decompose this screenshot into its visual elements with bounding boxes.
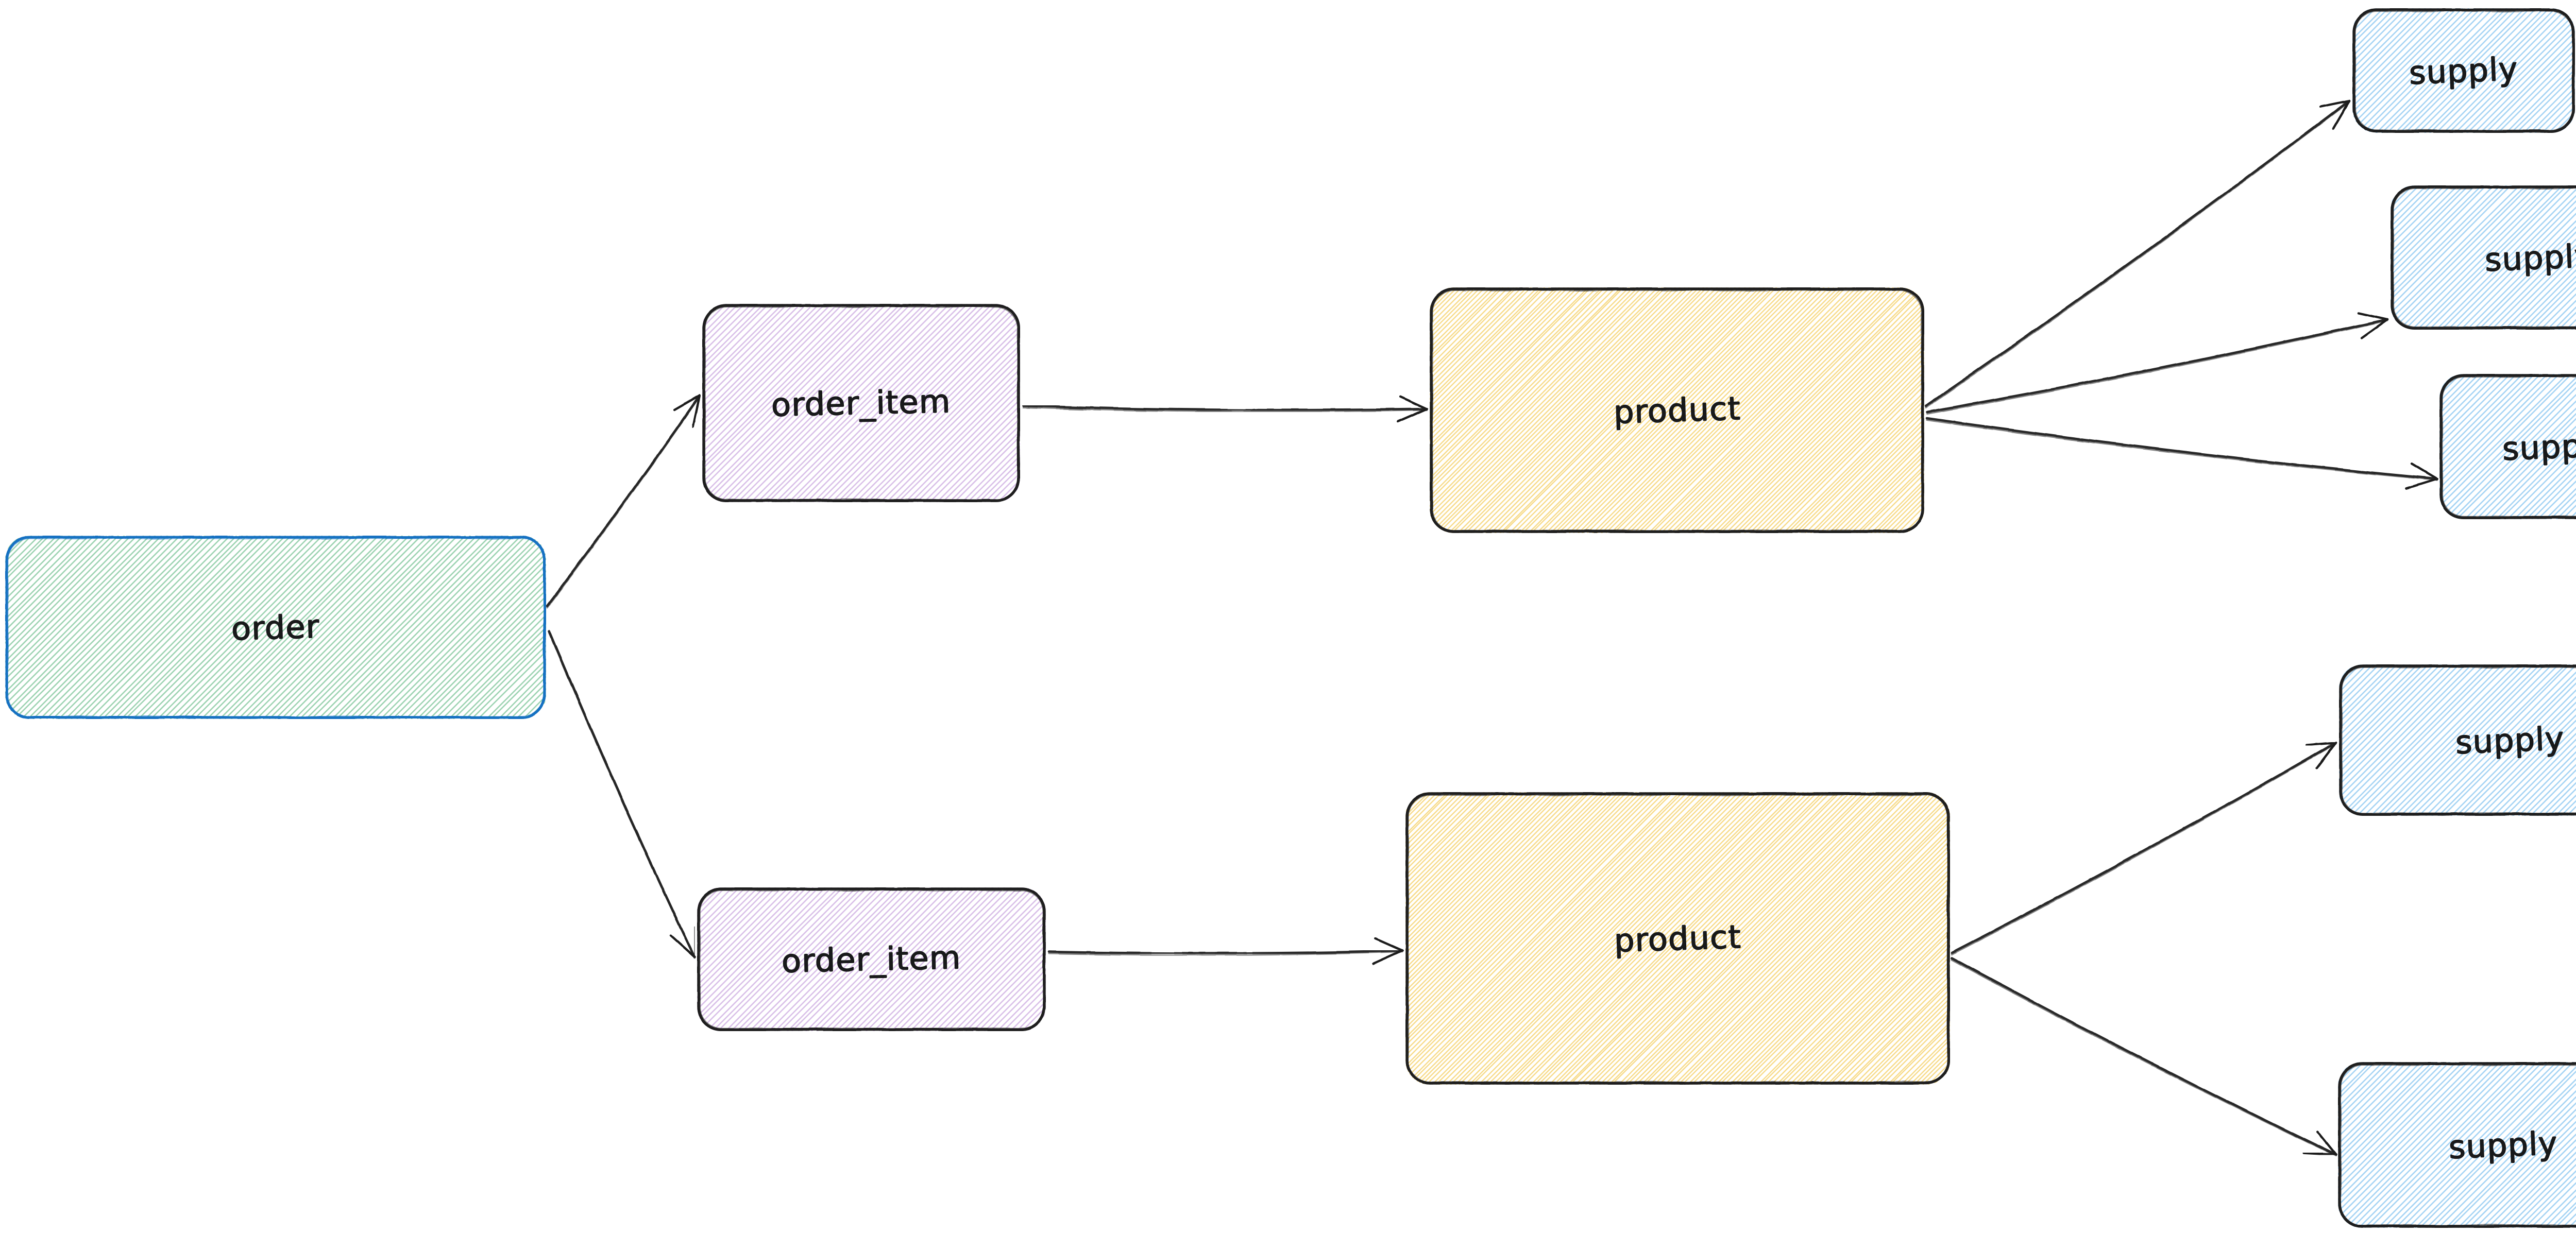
edge-product_2-to-supply_5: [1950, 956, 2337, 1157]
node-label: supply: [2454, 719, 2565, 761]
node-order_item_1[interactable]: order_item: [702, 304, 1020, 502]
node-supply_3[interactable]: supply: [2439, 374, 2576, 519]
edge-order-to-order_item_1: [546, 394, 701, 608]
node-label: order_item: [781, 938, 962, 980]
node-label: supply: [2448, 1124, 2559, 1166]
node-label: supply: [2408, 49, 2519, 92]
node-label: supply: [2484, 236, 2576, 279]
node-supply_5[interactable]: supply: [2338, 1062, 2576, 1228]
node-label: order_item: [771, 382, 952, 424]
node-label: product: [1613, 389, 1741, 431]
edge-order_item_2-to-product_2: [1047, 937, 1404, 965]
edge-order-to-order_item_2: [548, 629, 696, 959]
node-label: product: [1613, 917, 1742, 960]
node-order[interactable]: order: [5, 536, 546, 719]
edge-product_1-to-supply_1: [1924, 99, 2351, 408]
edge-order_item_1-to-product_1: [1022, 396, 1429, 423]
node-label: supply: [2501, 425, 2576, 468]
edge-product_1-to-supply_2: [1925, 312, 2389, 415]
node-supply_2[interactable]: supply: [2391, 185, 2576, 330]
node-product_1[interactable]: product: [1430, 287, 1924, 533]
node-label: order: [231, 607, 320, 647]
node-supply_1[interactable]: supply: [2352, 8, 2575, 133]
node-product_2[interactable]: product: [1405, 792, 1950, 1085]
edge-product_2-to-supply_4: [1950, 741, 2337, 955]
node-order_item_2[interactable]: order_item: [697, 887, 1046, 1031]
edge-product_1-to-supply_3: [1925, 417, 2438, 490]
node-supply_4[interactable]: supply: [2339, 664, 2576, 816]
